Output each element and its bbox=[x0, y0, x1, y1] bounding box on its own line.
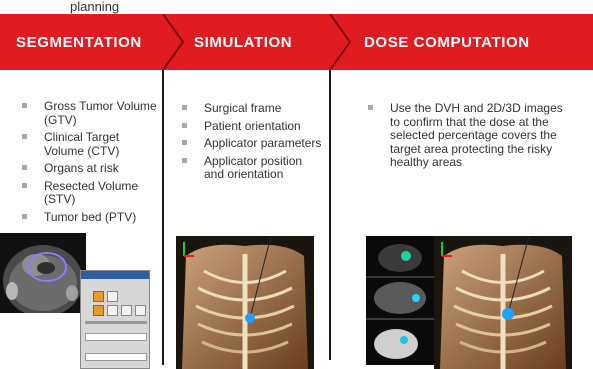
list-item: Tumor bed (PTV) bbox=[20, 210, 160, 225]
bullet-square-icon bbox=[22, 213, 27, 219]
header-fragment: planning bbox=[70, 0, 120, 14]
list-item: Use the DVH and 2D/3D images to confirm … bbox=[366, 101, 576, 170]
bullet-square-icon bbox=[182, 157, 187, 163]
bullet-square-icon bbox=[22, 182, 27, 188]
bullet-square-icon bbox=[182, 105, 187, 110]
step-label-segmentation: SEGMENTATION bbox=[16, 33, 142, 51]
chevron-edge-2 bbox=[329, 14, 352, 70]
dose-3d-render bbox=[434, 236, 572, 369]
step-label-simulation: SIMULATION bbox=[194, 33, 293, 51]
list-item: Gross Tumor Volume (GTV) bbox=[20, 99, 160, 127]
column-divider-2 bbox=[329, 70, 331, 360]
bullet-square-icon bbox=[22, 103, 27, 108]
ct-slice-image bbox=[0, 233, 86, 313]
segmentation-bullet-list: Gross Tumor Volume (GTV) Clinical Target… bbox=[20, 99, 160, 228]
bullet-square-icon bbox=[182, 140, 187, 145]
list-item: Clinical Target Volume (CTV) bbox=[20, 130, 160, 158]
list-item: Organs at risk bbox=[20, 161, 160, 176]
bullet-square-icon bbox=[22, 165, 27, 170]
column-divider-1 bbox=[162, 70, 164, 365]
list-item: Patient orientation bbox=[180, 119, 325, 134]
step-label-dose-computation: DOSE COMPUTATION bbox=[364, 33, 530, 51]
chevron-dose-computation bbox=[330, 14, 593, 70]
workflow-chevron-bar bbox=[0, 14, 593, 70]
dose-2d-views bbox=[366, 236, 434, 365]
bullet-square-icon bbox=[182, 122, 187, 128]
list-item: Applicator parameters bbox=[180, 136, 325, 151]
chevron-segmentation bbox=[0, 14, 183, 70]
dose-computation-bullet-list: Use the DVH and 2D/3D images to confirm … bbox=[366, 101, 576, 174]
bullet-square-icon bbox=[368, 105, 373, 110]
list-item: Resected Volume (STV) bbox=[20, 179, 160, 207]
segmentation-software-panel bbox=[80, 270, 150, 369]
chevron-simulation bbox=[163, 14, 350, 70]
simulation-3d-render bbox=[176, 236, 314, 369]
list-item: Applicator position and orientation bbox=[180, 154, 325, 182]
chevron-edge-1 bbox=[162, 14, 185, 70]
bullet-square-icon bbox=[22, 134, 27, 139]
list-item: Surgical frame bbox=[180, 101, 325, 116]
simulation-bullet-list: Surgical frame Patient orientation Appli… bbox=[180, 101, 325, 186]
